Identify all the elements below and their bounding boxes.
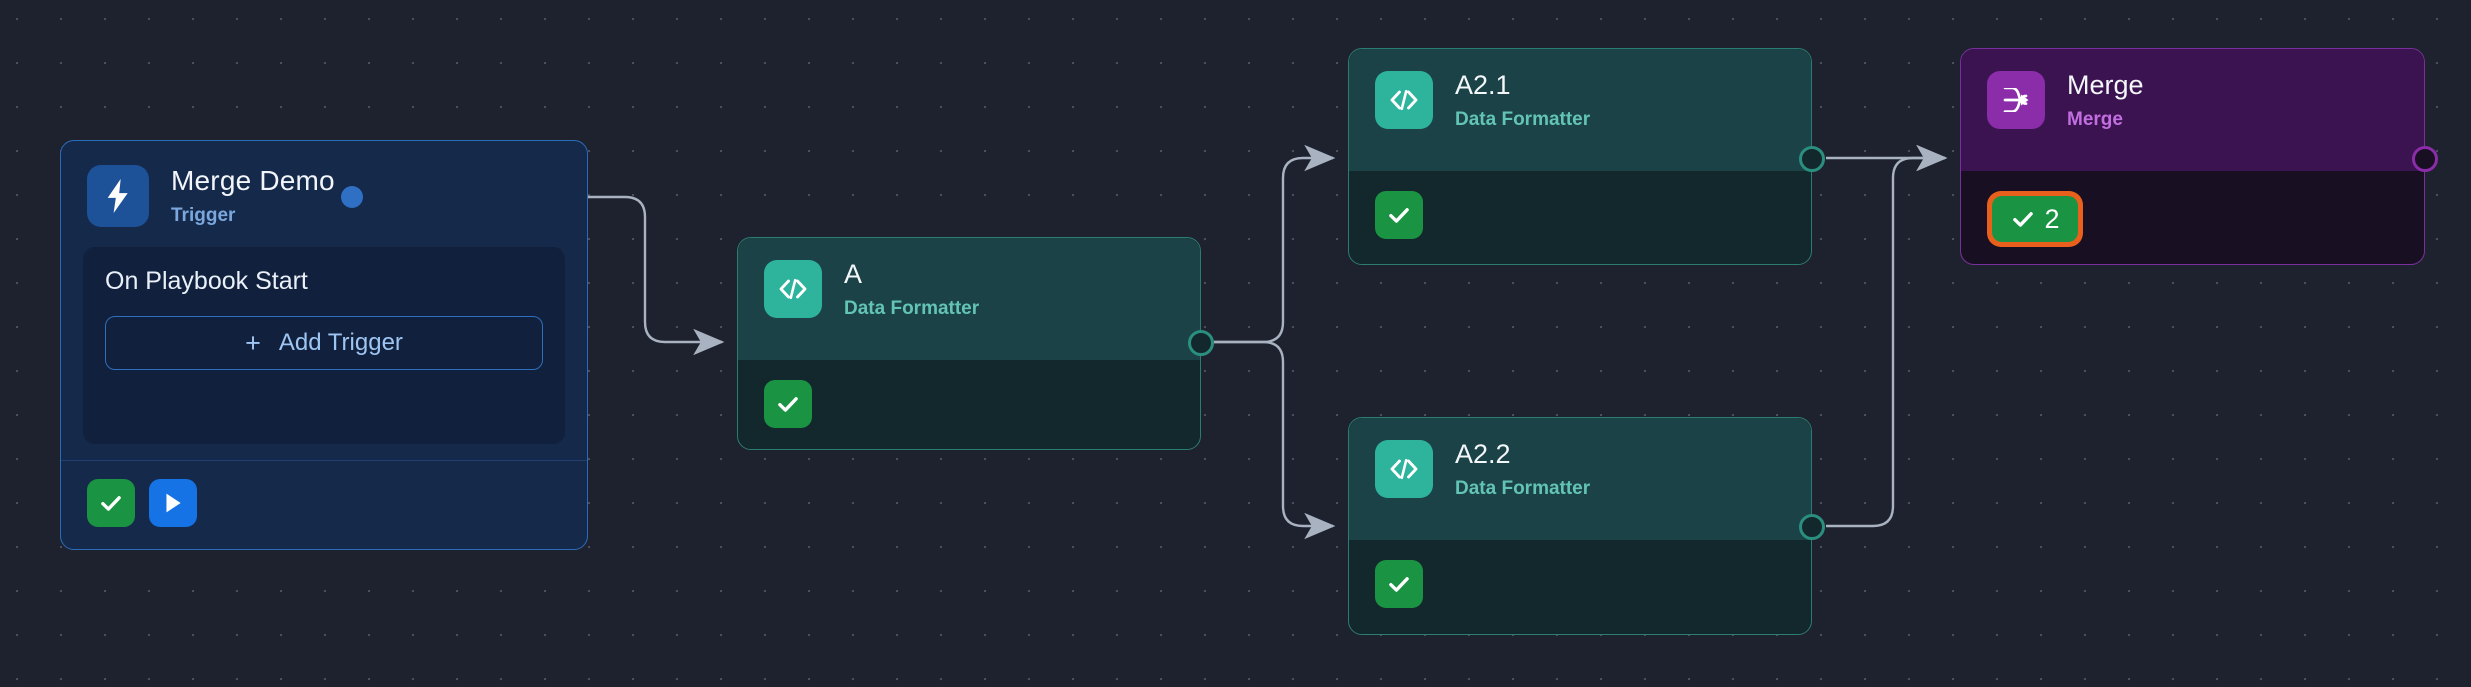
node-merge[interactable]: Merge Merge 2 <box>1960 48 2425 265</box>
node-a21-subtitle: Data Formatter <box>1455 108 1591 130</box>
add-trigger-button[interactable]: + Add Trigger <box>105 316 543 370</box>
node-a-status-check-icon[interactable] <box>764 380 812 428</box>
node-a-output-port[interactable] <box>1188 330 1214 356</box>
playbook-start-label: On Playbook Start <box>105 267 308 295</box>
edge-a22-to-merge <box>1826 144 1948 528</box>
trigger-output-port[interactable] <box>341 186 363 208</box>
trigger-status-check-icon[interactable] <box>87 479 135 527</box>
node-a21-output-port[interactable] <box>1799 146 1825 172</box>
node-a-title: A <box>844 259 863 289</box>
node-a-subtitle: Data Formatter <box>844 297 980 319</box>
plus-icon: + <box>245 327 261 358</box>
node-a21-body <box>1349 171 1811 264</box>
merge-arrow-icon <box>1987 71 2045 129</box>
node-a22-output-port[interactable] <box>1799 514 1825 540</box>
merge-status-badge[interactable]: 2 <box>1992 196 2078 242</box>
node-merge-output-port[interactable] <box>2412 146 2438 172</box>
node-a21-title: A2.1 <box>1455 70 1511 100</box>
node-a[interactable]: A Data Formatter <box>737 237 1201 450</box>
add-trigger-label: Add Trigger <box>278 329 403 356</box>
trigger-node-title: Merge Demo <box>171 165 335 197</box>
node-a22-subtitle: Data Formatter <box>1455 477 1591 499</box>
code-brackets-icon <box>1375 440 1433 498</box>
run-play-icon[interactable] <box>149 479 197 527</box>
node-a-body <box>738 360 1200 449</box>
check-icon <box>2013 212 2034 227</box>
code-brackets-icon <box>1375 71 1433 129</box>
node-a22[interactable]: A2.2 Data Formatter <box>1348 417 1812 635</box>
node-merge-body: 2 <box>1961 171 2424 264</box>
trigger-node-body: On Playbook Start + Add Trigger <box>83 247 565 444</box>
edge-a-to-a21 <box>1214 144 1336 344</box>
lightning-bolt-icon <box>87 165 149 227</box>
node-a22-title: A2.2 <box>1455 439 1511 469</box>
node-merge-subtitle: Merge <box>2067 108 2123 130</box>
trigger-node[interactable]: Merge Demo Trigger On Playbook Start + A… <box>60 140 588 550</box>
playbook-start-row: On Playbook Start <box>105 267 543 296</box>
node-a21[interactable]: A2.1 Data Formatter <box>1348 48 1812 265</box>
merge-status-selection-ring: 2 <box>1987 191 2083 247</box>
node-a22-status-check-icon[interactable] <box>1375 560 1423 608</box>
merge-badge-count: 2 <box>2044 203 2060 234</box>
node-a22-body <box>1349 540 1811 634</box>
trigger-node-subtitle: Trigger <box>171 204 236 226</box>
code-brackets-icon <box>764 260 822 318</box>
trigger-node-footer <box>61 460 587 549</box>
node-a21-status-check-icon[interactable] <box>1375 191 1423 239</box>
node-merge-title: Merge <box>2067 70 2144 100</box>
edge-a-to-a22 <box>1214 340 1336 540</box>
trigger-node-header: Merge Demo Trigger <box>61 141 587 247</box>
